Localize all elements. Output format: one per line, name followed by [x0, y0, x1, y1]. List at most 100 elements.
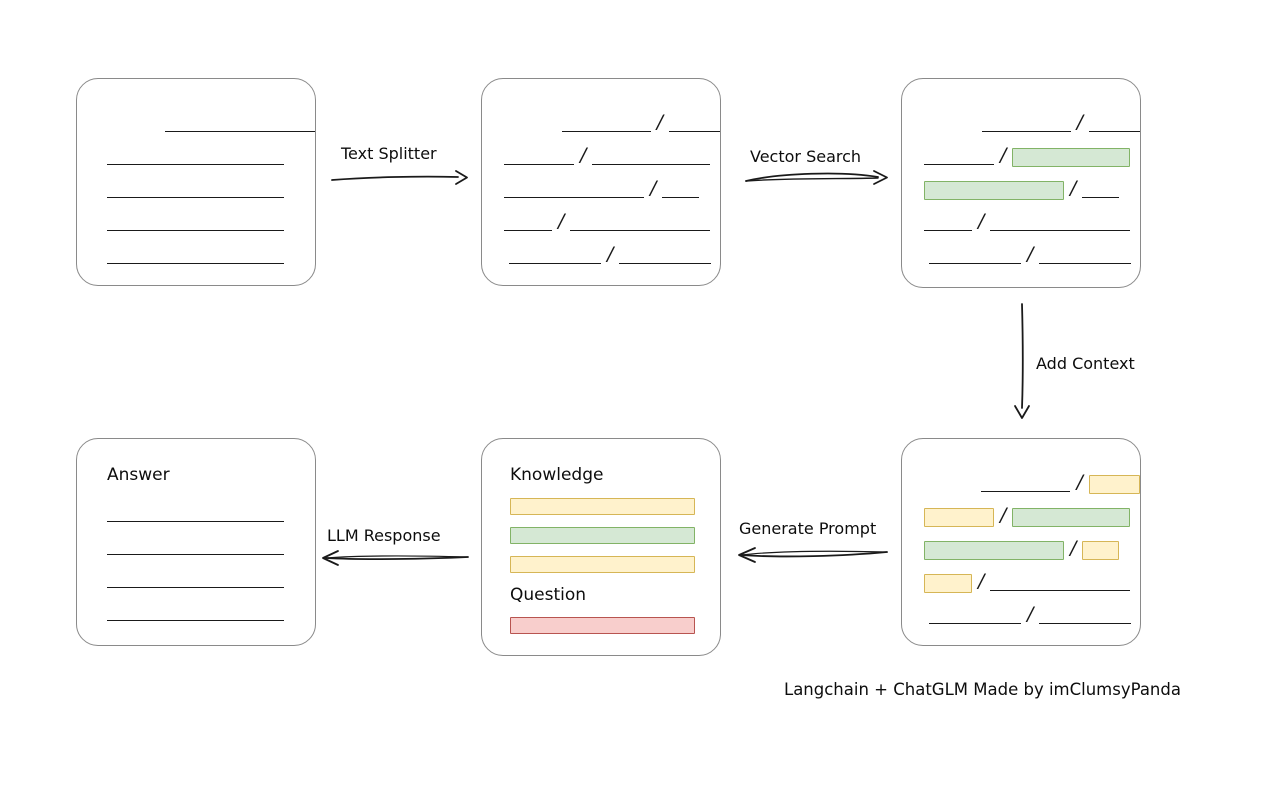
knowledge-label: Knowledge — [510, 465, 604, 485]
highlight-segment-green — [924, 540, 1064, 560]
text-segment — [990, 214, 1131, 232]
node-answer[interactable]: Answer — [76, 438, 316, 646]
text-line — [77, 214, 315, 232]
text-segment — [509, 247, 601, 265]
chunk-separator-slash: / — [558, 210, 565, 232]
text-line: / — [902, 177, 1140, 200]
prompt-bar-yellow — [510, 555, 695, 573]
text-line — [77, 538, 315, 556]
text-line: / — [902, 210, 1140, 232]
chunk-separator-slash: / — [1070, 537, 1077, 559]
source-document-lines — [77, 79, 315, 285]
text-segment — [504, 181, 644, 199]
text-segment — [981, 115, 1071, 133]
knowledge-bars — [482, 439, 720, 655]
answer-label: Answer — [107, 465, 170, 485]
text-segment — [929, 247, 1021, 265]
chunk-separator-slash: / — [1076, 471, 1083, 493]
node-prompt[interactable]: Knowledge Question — [481, 438, 721, 656]
chunk-separator-slash: / — [978, 210, 985, 232]
question-label: Question — [510, 585, 587, 605]
text-segment — [107, 181, 284, 199]
text-segment — [107, 571, 284, 589]
chunk-separator-slash: / — [1000, 144, 1007, 166]
diagram-caption: Langchain + ChatGLM Made by imClumsyPand… — [784, 680, 1181, 699]
text-segment — [1039, 247, 1132, 265]
edge-label-vector-search: Vector Search — [750, 147, 862, 166]
text-segment — [668, 115, 721, 133]
vector-matches-lines: / / / / / — [902, 79, 1141, 287]
highlight-segment-yellow — [1082, 540, 1120, 560]
chunk-separator-slash: / — [656, 111, 663, 133]
text-line — [77, 604, 315, 622]
text-segment — [1039, 607, 1132, 625]
text-segment — [981, 475, 1071, 493]
text-segment — [592, 148, 711, 166]
text-segment — [504, 214, 552, 232]
text-line: / — [902, 144, 1140, 167]
chunk-separator-slash: / — [1070, 177, 1077, 199]
node-split-chunks[interactable]: / / / / / — [481, 78, 721, 286]
split-chunks-lines: / / / / / — [482, 79, 721, 285]
chunk-separator-slash: / — [978, 570, 985, 592]
prompt-bar-row — [482, 555, 720, 573]
text-line — [77, 247, 315, 265]
prompt-bar-yellow — [510, 497, 695, 515]
chunk-separator-slash: / — [607, 243, 614, 265]
context-added-lines: / / / / / — [902, 439, 1140, 645]
prompt-bar-red — [510, 616, 695, 634]
prompt-bar-row — [482, 497, 720, 515]
highlight-segment-yellow — [924, 573, 972, 593]
edge-label-llm-response: LLM Response — [327, 526, 441, 545]
chunk-separator-slash: / — [1000, 504, 1007, 526]
text-line: / — [482, 177, 720, 199]
edge-arrow-generate-prompt — [738, 547, 888, 563]
text-segment — [1082, 181, 1120, 199]
text-segment — [570, 214, 711, 232]
edge-arrow-text-splitter — [331, 170, 468, 185]
chunk-separator-slash: / — [580, 144, 587, 166]
text-line — [77, 181, 315, 199]
prompt-bar-row — [482, 616, 720, 634]
text-line — [77, 148, 315, 166]
text-line: / — [902, 243, 1140, 265]
text-segment — [165, 115, 315, 133]
text-segment — [107, 538, 284, 556]
node-context-added[interactable]: / / / / / — [901, 438, 1141, 646]
text-segment — [107, 214, 284, 232]
text-line: / — [902, 570, 1140, 593]
chunk-separator-slash: / — [1076, 111, 1083, 133]
text-segment — [662, 181, 700, 199]
edge-label-generate-prompt: Generate Prompt — [739, 519, 877, 538]
chunk-separator-slash: / — [650, 177, 657, 199]
node-vector-matches[interactable]: / / / / / — [901, 78, 1141, 288]
text-line: / — [482, 144, 720, 166]
chunk-separator-slash: / — [1027, 243, 1034, 265]
text-segment — [619, 247, 712, 265]
text-segment — [1088, 115, 1141, 133]
edge-arrow-llm-response — [322, 550, 469, 566]
answer-lines — [77, 439, 315, 645]
text-segment — [504, 148, 574, 166]
highlight-segment-green — [924, 180, 1064, 200]
highlight-segment-green — [1012, 507, 1131, 527]
text-segment — [929, 607, 1021, 625]
chunk-separator-slash: / — [1027, 603, 1034, 625]
text-segment — [561, 115, 651, 133]
text-line: / — [482, 111, 721, 133]
text-line: / — [902, 111, 1141, 133]
node-source-document[interactable] — [76, 78, 316, 286]
text-segment — [924, 214, 972, 232]
edge-arrow-vector-search — [745, 170, 888, 185]
question-bars — [482, 439, 720, 655]
text-line: / — [902, 603, 1140, 625]
text-line: / — [482, 210, 720, 232]
edge-label-add-context: Add Context — [1036, 354, 1135, 373]
prompt-bar-green — [510, 526, 695, 544]
text-segment — [924, 148, 994, 166]
edge-arrow-add-context — [1014, 303, 1030, 419]
text-line — [77, 571, 315, 589]
edge-label-text-splitter: Text Splitter — [341, 144, 437, 163]
highlight-segment-yellow — [1088, 474, 1140, 494]
